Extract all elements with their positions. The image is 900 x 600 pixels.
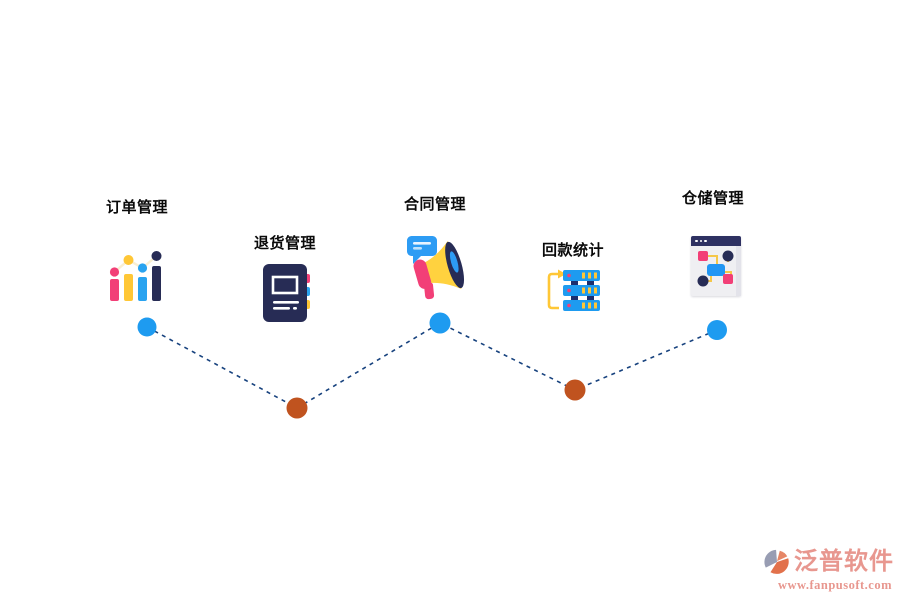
milestone-label-order: 订单管理 <box>105 199 168 216</box>
watermark-url: www.fanpusoft.com <box>777 578 892 592</box>
timeline-node <box>564 379 586 401</box>
window-dot <box>704 239 707 243</box>
bar-chart-icon <box>108 247 166 301</box>
server-stack-icon <box>544 268 602 314</box>
milestone-label-warehouse: 仓储管理 <box>681 190 744 207</box>
timeline-node <box>707 320 727 340</box>
milestone-label-payments: 回款统计 <box>541 242 604 259</box>
fanpu-logo-icon <box>764 549 789 574</box>
timeline-dashed-line <box>146 322 718 409</box>
window-dot <box>699 239 702 243</box>
watermark: 泛普软件 www.fanpusoft.com <box>763 548 894 593</box>
timeline-node <box>137 317 157 337</box>
window-titlebar <box>691 236 741 246</box>
timeline-node <box>429 312 451 334</box>
flowchart-window-icon <box>691 236 741 296</box>
window-dot <box>695 239 698 243</box>
timeline-node <box>286 397 308 419</box>
watermark-brand: 泛普软件 <box>794 549 894 575</box>
notebook-icon <box>262 264 310 322</box>
flowchart-graphic <box>697 250 734 287</box>
milestone-label-contract: 合同管理 <box>403 196 466 213</box>
milestone-label-returns: 退货管理 <box>253 235 316 252</box>
window-edge-shade <box>736 246 741 296</box>
megaphone-icon <box>401 234 469 300</box>
